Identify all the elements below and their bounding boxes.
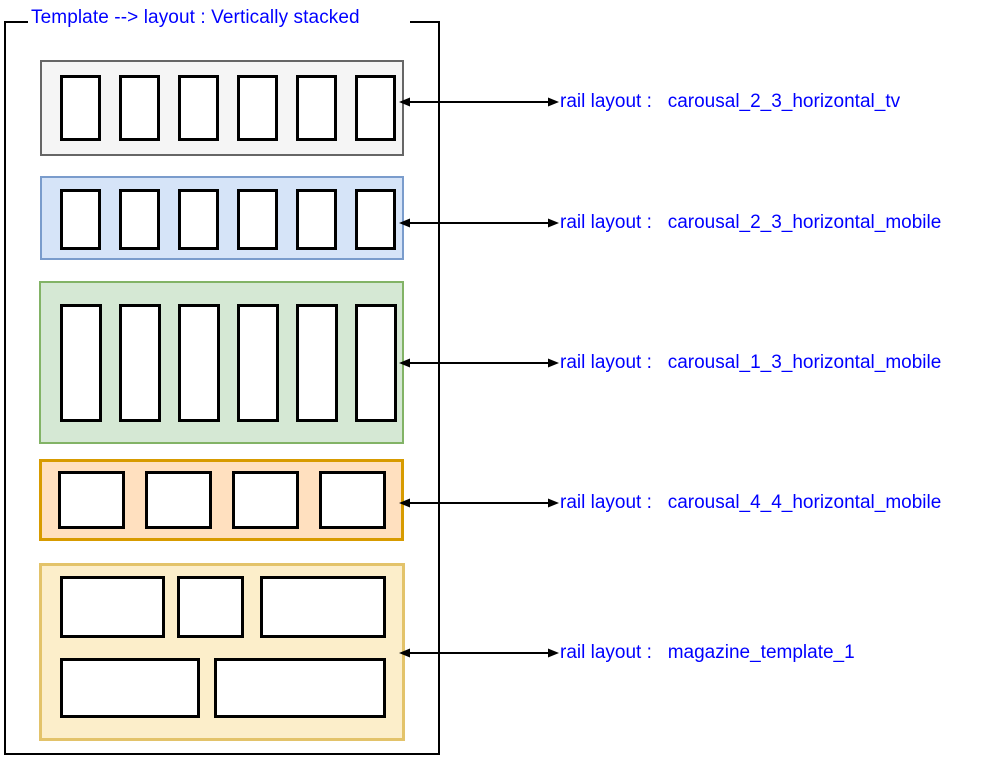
rail-label-carousal-4-4-horizontal-mobile: rail layout : carousal_4_4_horizontal_mo… xyxy=(560,493,941,512)
rail-label-prefix: rail layout : xyxy=(560,492,652,513)
rail-card[interactable] xyxy=(355,304,397,422)
rail-carousal-1-3-horizontal-mobile[interactable] xyxy=(39,281,404,444)
rail-card[interactable] xyxy=(58,471,125,529)
rail-card[interactable] xyxy=(355,75,396,141)
rail-card[interactable] xyxy=(355,189,396,250)
rail-label-carousal-2-3-horizontal-mobile: rail layout : carousal_2_3_horizontal_mo… xyxy=(560,213,941,232)
rail-label-prefix: rail layout : xyxy=(560,91,652,112)
rail-carousal-2-3-horizontal-mobile[interactable] xyxy=(40,176,404,260)
rail-card[interactable] xyxy=(60,304,102,422)
rail-card[interactable] xyxy=(232,471,299,529)
rail-card[interactable] xyxy=(119,304,161,422)
rail-card[interactable] xyxy=(296,75,337,141)
template-container xyxy=(4,21,440,755)
rail-card[interactable] xyxy=(178,304,220,422)
magazine-card[interactable] xyxy=(60,658,200,718)
rail-card[interactable] xyxy=(145,471,212,529)
rail-card[interactable] xyxy=(60,75,101,141)
rail-label-prefix: rail layout : xyxy=(560,642,652,663)
rail-inner xyxy=(42,178,402,258)
rail-label-carousal-1-3-horizontal-mobile: rail layout : carousal_1_3_horizontal_mo… xyxy=(560,353,941,372)
rail-label-value: carousal_1_3_horizontal_mobile xyxy=(667,352,942,373)
magazine-card[interactable] xyxy=(260,576,386,638)
rail-carousal-4-4-horizontal-mobile[interactable] xyxy=(39,459,404,541)
rail-label-prefix: rail layout : xyxy=(560,212,652,233)
rail-card[interactable] xyxy=(296,304,338,422)
rail-inner xyxy=(42,462,401,538)
rail-card[interactable] xyxy=(178,75,219,141)
rail-card[interactable] xyxy=(319,471,386,529)
rail-label-value: carousal_2_3_horizontal_tv xyxy=(667,91,901,112)
magazine-card[interactable] xyxy=(60,576,165,638)
rail-label-value: carousal_4_4_horizontal_mobile xyxy=(667,492,942,513)
magazine-card[interactable] xyxy=(214,658,386,718)
rail-card[interactable] xyxy=(237,304,279,422)
rail-label-carousal-2-3-horizontal-tv: rail layout : carousal_2_3_horizontal_tv xyxy=(560,92,900,111)
template-box-top-border-right xyxy=(410,21,440,23)
rail-inner xyxy=(42,62,402,154)
rail-card[interactable] xyxy=(119,75,160,141)
rail-card[interactable] xyxy=(119,189,160,250)
rail-label-prefix: rail layout : xyxy=(560,352,652,373)
rail-card[interactable] xyxy=(296,189,337,250)
template-box-top-border-left xyxy=(4,21,28,23)
rail-label-magazine-template-1: rail layout : magazine_template_1 xyxy=(560,643,855,662)
rail-inner xyxy=(42,566,402,738)
template-title: Template --> layout : Vertically stacked xyxy=(31,7,360,28)
rail-carousal-2-3-horizontal-tv[interactable] xyxy=(40,60,404,156)
rail-inner xyxy=(41,283,402,442)
rail-magazine-template-1[interactable] xyxy=(39,563,405,741)
rail-label-value: magazine_template_1 xyxy=(667,642,855,663)
rail-card[interactable] xyxy=(60,189,101,250)
magazine-card[interactable] xyxy=(177,576,244,638)
rail-card[interactable] xyxy=(237,189,278,250)
rail-label-value: carousal_2_3_horizontal_mobile xyxy=(667,212,942,233)
rail-card[interactable] xyxy=(178,189,219,250)
rail-card[interactable] xyxy=(237,75,278,141)
